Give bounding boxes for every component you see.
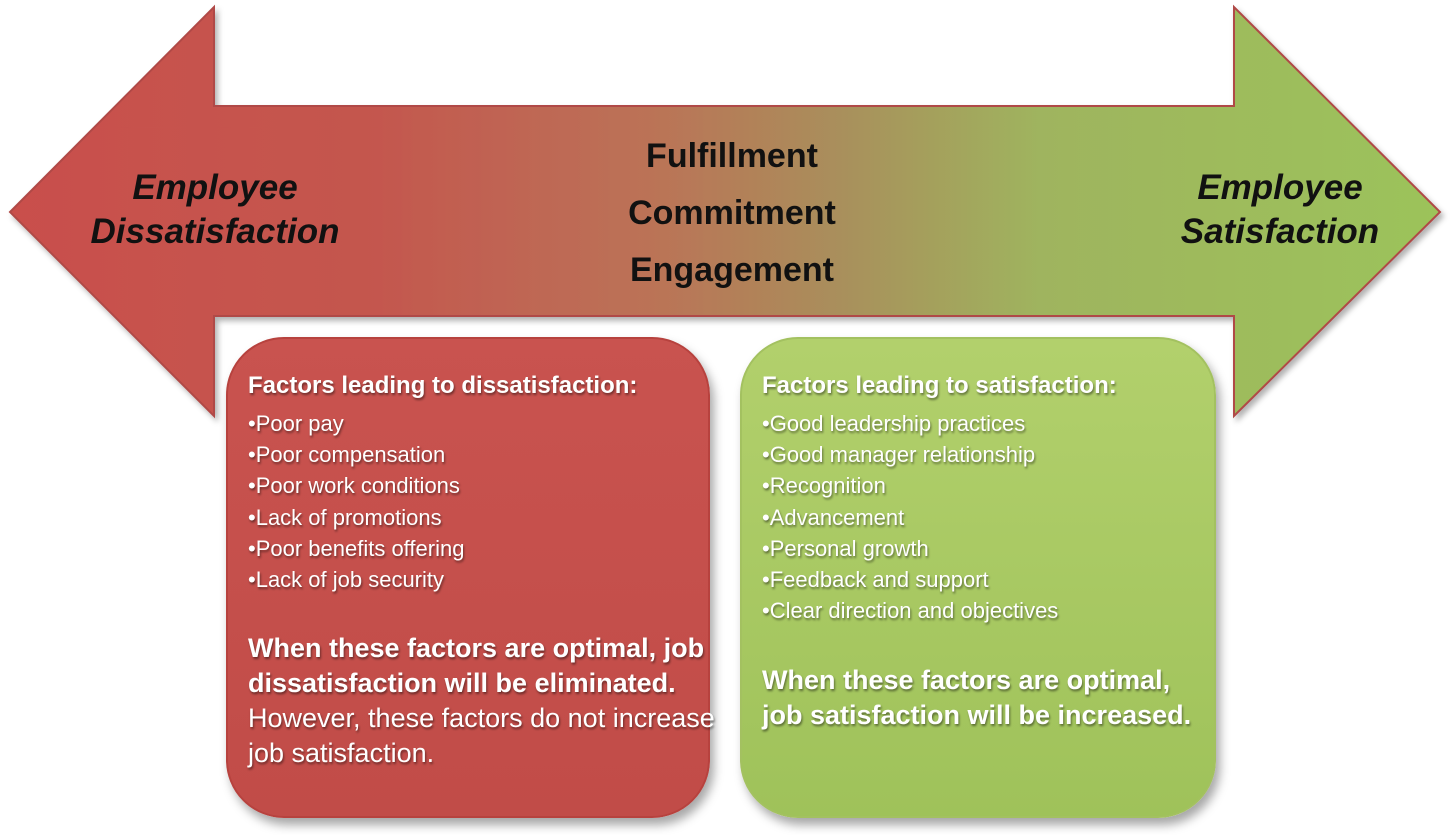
list-item: •Good manager relationship <box>762 442 1036 468</box>
dissatisfaction-factors-box: Factors leading to dissatisfaction: •Poo… <box>226 337 715 818</box>
list-item: •Good leadership practices <box>762 411 1026 436</box>
satisfaction-note: When these factors are optimal, job sati… <box>762 663 1217 733</box>
center-terms: Fulfillment Commitment Engagement <box>540 134 924 305</box>
satisfaction-list: •Good leadership practices •Good manager… <box>762 408 1214 626</box>
list-item: •Recognition <box>762 473 886 499</box>
dissatisfaction-heading: Factors leading to dissatisfaction: <box>248 372 638 399</box>
list-item: •Personal growth <box>762 535 929 561</box>
right-label-line1: Employee <box>1197 168 1363 207</box>
right-label-line2: Satisfaction <box>1180 212 1380 251</box>
arrow-shape <box>8 4 1442 419</box>
list-item: •Poor work conditions <box>248 473 460 499</box>
list-item: •Feedback and support <box>762 567 989 593</box>
left-label-line2: Dissatisfaction <box>90 212 340 251</box>
list-item: •Poor compensation <box>248 442 446 468</box>
term-engagement: Engagement <box>629 251 835 289</box>
list-item: •Poor benefits offering <box>248 535 465 561</box>
list-item: •Poor pay <box>248 411 344 436</box>
dissatisfaction-note-bold: When these factors are optimal, job diss… <box>248 633 705 699</box>
employee-satisfaction-label: Employee Satisfaction <box>1150 166 1410 254</box>
dissatisfaction-note: When these factors are optimal, job diss… <box>248 631 718 771</box>
left-label-line1: Employee <box>132 168 298 207</box>
list-item: •Advancement <box>762 504 905 530</box>
list-item: •Lack of job security <box>248 567 445 593</box>
employee-dissatisfaction-label: Employee Dissatisfaction <box>60 166 370 254</box>
list-item: •Lack of promotions <box>248 504 442 530</box>
list-item: •Clear direction and objectives <box>762 598 1059 624</box>
satisfaction-note-bold: When these factors are optimal, job sati… <box>762 665 1192 731</box>
dissatisfaction-note-regular: However, these factors do not increase j… <box>248 703 715 769</box>
dissatisfaction-list: •Poor pay •Poor compensation •Poor work … <box>248 408 708 595</box>
term-commitment: Commitment <box>628 194 836 232</box>
satisfaction-heading: Factors leading to satisfaction: <box>762 372 1117 399</box>
satisfaction-factors-box: Factors leading to satisfaction: •Good l… <box>740 337 1216 818</box>
term-fulfillment: Fulfillment <box>646 137 818 175</box>
